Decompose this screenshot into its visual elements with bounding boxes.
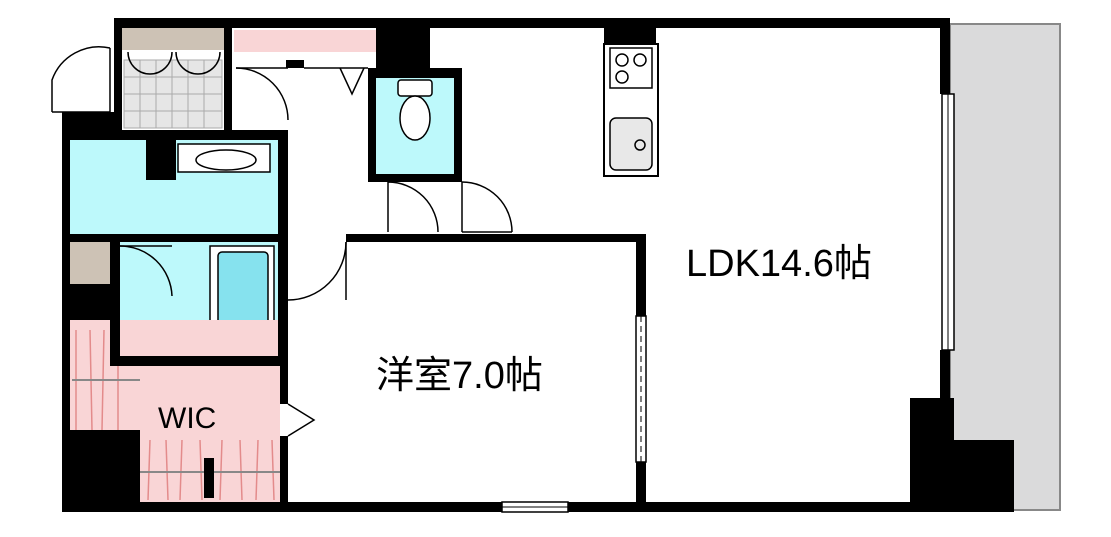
- windows: [501, 93, 955, 513]
- storage-left: [70, 240, 112, 284]
- walls: [62, 18, 1014, 512]
- door-swing-icon: [235, 67, 513, 437]
- toilet-room: [376, 76, 454, 176]
- toilet-icon: [397, 79, 433, 141]
- stove-icon: [609, 47, 653, 89]
- ldk-label: LDK14.6帖: [686, 243, 872, 285]
- western-room-label: 洋室7.0帖: [376, 355, 543, 397]
- front-door: [51, 46, 111, 113]
- wic-label: WIC: [158, 402, 216, 435]
- washroom: [70, 140, 278, 234]
- kitchen-counter: [603, 43, 659, 177]
- storage-top: [234, 30, 376, 52]
- washbasin-icon: [195, 149, 257, 171]
- balcony: [949, 23, 1061, 511]
- sink-icon: [609, 117, 653, 171]
- entrance: [120, 22, 226, 130]
